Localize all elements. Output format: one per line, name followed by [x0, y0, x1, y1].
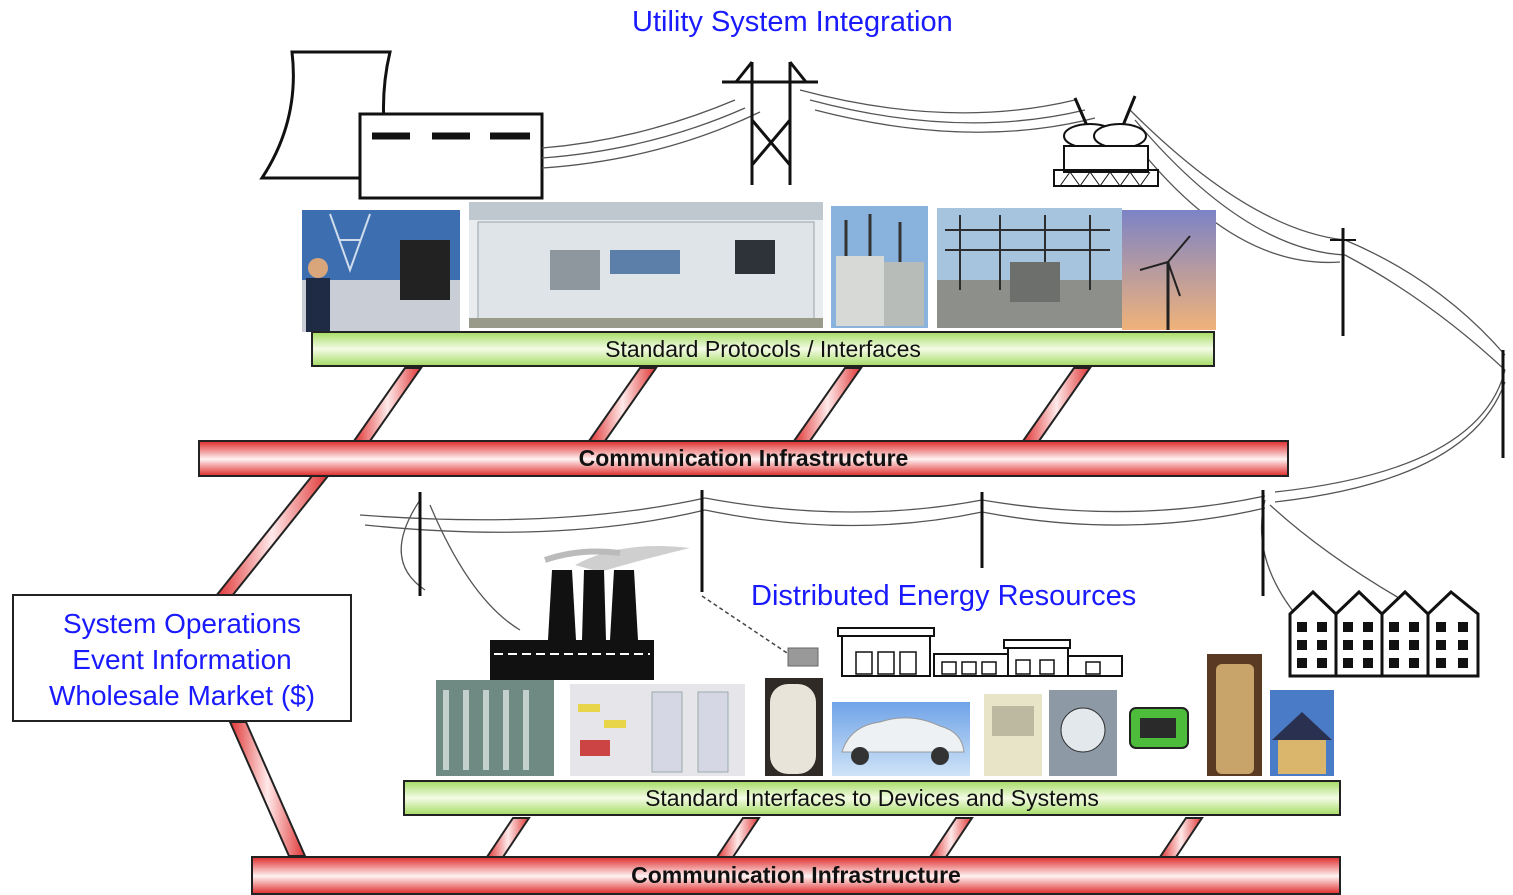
control-screen-photo	[570, 684, 745, 776]
der-photo-strip	[436, 654, 1334, 776]
electric-car-photo	[832, 702, 970, 776]
control-room-photo	[302, 210, 460, 332]
wind-turbine-photo	[1122, 210, 1216, 330]
ops-line-3: Wholesale Market ($)	[48, 680, 316, 711]
comm-infrastructure-upper-label: Communication Infrastructure	[578, 445, 909, 471]
comm-links	[213, 367, 1204, 858]
substation-photo	[937, 208, 1122, 328]
battery-container-photo	[469, 202, 823, 328]
device-interfaces-bar: Standard Interfaces to Devices and Syste…	[403, 780, 1341, 816]
houses-icon	[1288, 589, 1480, 678]
comm-infrastructure-lower-bar: Communication Infrastructure	[251, 856, 1341, 895]
commercial-building-icon	[837, 627, 1123, 677]
transmission-lines	[359, 89, 1506, 631]
power-plant-icon	[259, 50, 544, 200]
utility-pole-icon	[418, 228, 1505, 596]
fuel-cell-photo	[436, 680, 554, 776]
system-operations-box: System Operations Event Information Whol…	[12, 594, 352, 722]
meter-photo	[984, 694, 1042, 776]
electric-meter-photo	[1049, 690, 1117, 776]
comm-infrastructure-upper-bar: Communication Infrastructure	[198, 440, 1289, 477]
standard-protocols-label: Standard Protocols / Interfaces	[605, 335, 921, 362]
ops-line-2: Event Information	[72, 644, 292, 675]
switchgear-photo	[831, 206, 928, 328]
device-interfaces-label: Standard Interfaces to Devices and Syste…	[645, 784, 1099, 811]
transmission-tower-icon	[722, 61, 818, 185]
flywheel-photo	[765, 678, 823, 776]
factory-icon	[490, 546, 690, 680]
utility-integration-title: Utility System Integration	[632, 6, 953, 38]
comm-infrastructure-lower-label: Communication Infrastructure	[631, 862, 961, 888]
utility-photo-strip	[302, 202, 1216, 332]
standard-protocols-bar: Standard Protocols / Interfaces	[311, 331, 1215, 367]
water-heater-photo	[1207, 654, 1262, 776]
ops-line-1: System Operations	[62, 608, 302, 639]
generator-photo	[1126, 690, 1192, 776]
der-title: Distributed Energy Resources	[751, 580, 1137, 612]
solar-house-photo	[1270, 690, 1334, 776]
substation-transformer-icon	[1053, 95, 1159, 187]
